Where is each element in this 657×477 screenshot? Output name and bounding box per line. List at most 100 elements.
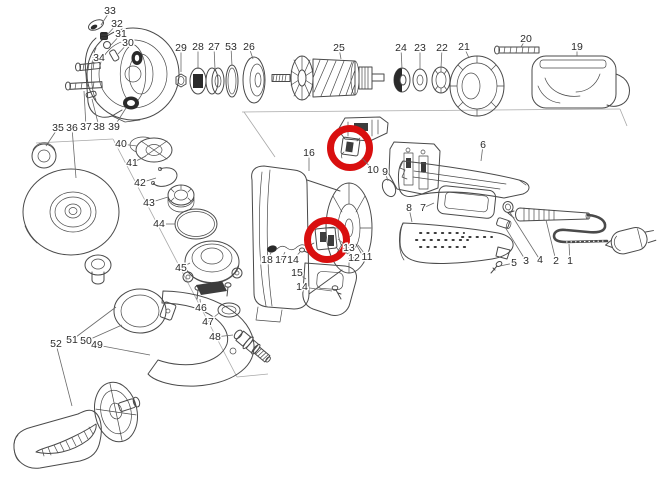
part-label-42: 42: [134, 177, 146, 189]
upper-brush-highlight[interactable]: [327, 125, 373, 171]
spindle-drawing: [233, 329, 271, 363]
part-label-6: 6: [480, 139, 486, 151]
leader-line-17: [280, 251, 286, 261]
leader-lines: [45, 10, 578, 407]
leader-line-25: [338, 47, 342, 60]
leader-line-32: [106, 23, 118, 36]
leader-line-48: [214, 334, 234, 338]
leader-line-42: [139, 177, 157, 184]
leader-line-13: [337, 238, 350, 249]
leader-line-36: [71, 127, 77, 179]
stator-drawing: [531, 55, 630, 109]
leader-line-47: [207, 312, 220, 323]
grinding-wheel-drawing: [22, 168, 120, 256]
leader-line-30: [117, 42, 129, 55]
bearing-flange-drawing: [129, 136, 173, 163]
leader-line-15: [296, 272, 307, 280]
spindle-bearing-drawing: [167, 184, 195, 213]
leader-line-8: [408, 207, 413, 223]
part-label-28: 28: [192, 41, 204, 53]
part-label-23: 23: [414, 42, 426, 54]
part-label-12: 12: [348, 252, 360, 264]
part-label-26: 26: [243, 41, 255, 53]
part-label-43: 43: [143, 197, 155, 209]
part-label-19: 19: [571, 41, 583, 53]
leader-line-46: [199, 298, 202, 309]
part-label-13: 13: [343, 242, 355, 254]
leader-line-21: [463, 46, 470, 59]
construction-line: [35, 138, 114, 144]
part-label-8: 8: [406, 202, 412, 214]
part-label-38: 38: [93, 121, 105, 133]
leader-line-22: [440, 47, 443, 69]
part-label-47: 47: [202, 316, 214, 328]
lower-brush-highlight[interactable]: [304, 217, 350, 263]
leader-line-37: [83, 90, 87, 128]
part-label-10: 10: [367, 164, 379, 176]
leader-line-41: [131, 155, 147, 164]
bearing-stack-drawing: [175, 56, 266, 104]
part-label-41: 41: [126, 157, 138, 169]
rear-bearing-parts-drawing: [393, 66, 451, 94]
part-label-4: 4: [537, 254, 543, 266]
construction-line: [241, 108, 621, 113]
part-label-5: 5: [511, 257, 517, 269]
parts-artwork: [13, 19, 657, 469]
wheel-guard-drawing: [113, 281, 255, 387]
leader-line-12: [341, 249, 355, 259]
long-screw-drawing: [494, 45, 540, 55]
leader-line-33: [100, 10, 111, 26]
part-label-22: 22: [436, 42, 448, 54]
leader-line-7: [422, 202, 435, 209]
retaining-ring-drawing: [151, 167, 178, 187]
leader-line-27: [213, 46, 216, 70]
leader-line-9: [384, 171, 389, 182]
construction-lines: [35, 108, 628, 378]
leader-line-45: [180, 262, 191, 269]
switch-block-drawing: [436, 185, 514, 230]
part-label-14: 14: [287, 254, 299, 266]
leader-line-2: [545, 219, 557, 262]
part-label-31: 31: [115, 28, 127, 40]
cable-clamp-drawing: [496, 217, 512, 230]
switch-support-drawing: [388, 141, 441, 195]
leader-line-53: [230, 46, 233, 67]
part-label-49: 49: [91, 339, 103, 351]
part-label-34: 34: [93, 52, 105, 64]
part-label-7: 7: [420, 202, 426, 214]
inner-flange-drawing: [84, 254, 112, 285]
construction-line: [236, 373, 269, 378]
gear-housing-drawing: [84, 27, 180, 123]
leader-line-40: [120, 143, 138, 147]
part-label-39: 39: [108, 121, 120, 133]
highlight-circles[interactable]: [304, 125, 373, 263]
leader-line-43: [148, 196, 169, 204]
brush-holder-upper-drawing[interactable]: [340, 136, 361, 159]
leader-line-5: [499, 262, 515, 267]
leader-line-6: [480, 144, 484, 162]
part-label-21: 21: [458, 41, 470, 53]
side-handle-drawing: [13, 381, 141, 469]
part-label-16: 16: [303, 147, 315, 159]
cord-sleeve-drawing: [507, 207, 591, 222]
leader-line-39: [113, 107, 127, 128]
part-label-45: 45: [175, 262, 187, 274]
leader-line-10: [361, 157, 374, 171]
bearing-housing-drawing: [182, 240, 243, 318]
handle-shell-drawing: [399, 222, 514, 274]
part-label-33: 33: [104, 5, 116, 17]
part-label-24: 24: [395, 42, 407, 54]
clamp-nut-drawing: [31, 142, 57, 169]
leader-line-49: [96, 344, 151, 356]
leader-line-14: [301, 286, 333, 292]
part-label-48: 48: [209, 331, 221, 343]
part-label-53: 53: [225, 41, 237, 53]
leader-line-1: [568, 243, 571, 262]
part-label-32: 32: [111, 18, 123, 30]
part-label-2: 2: [553, 255, 559, 267]
part-label-27: 27: [208, 41, 220, 53]
leader-line-35: [45, 127, 59, 147]
leader-line-14: [292, 251, 301, 261]
